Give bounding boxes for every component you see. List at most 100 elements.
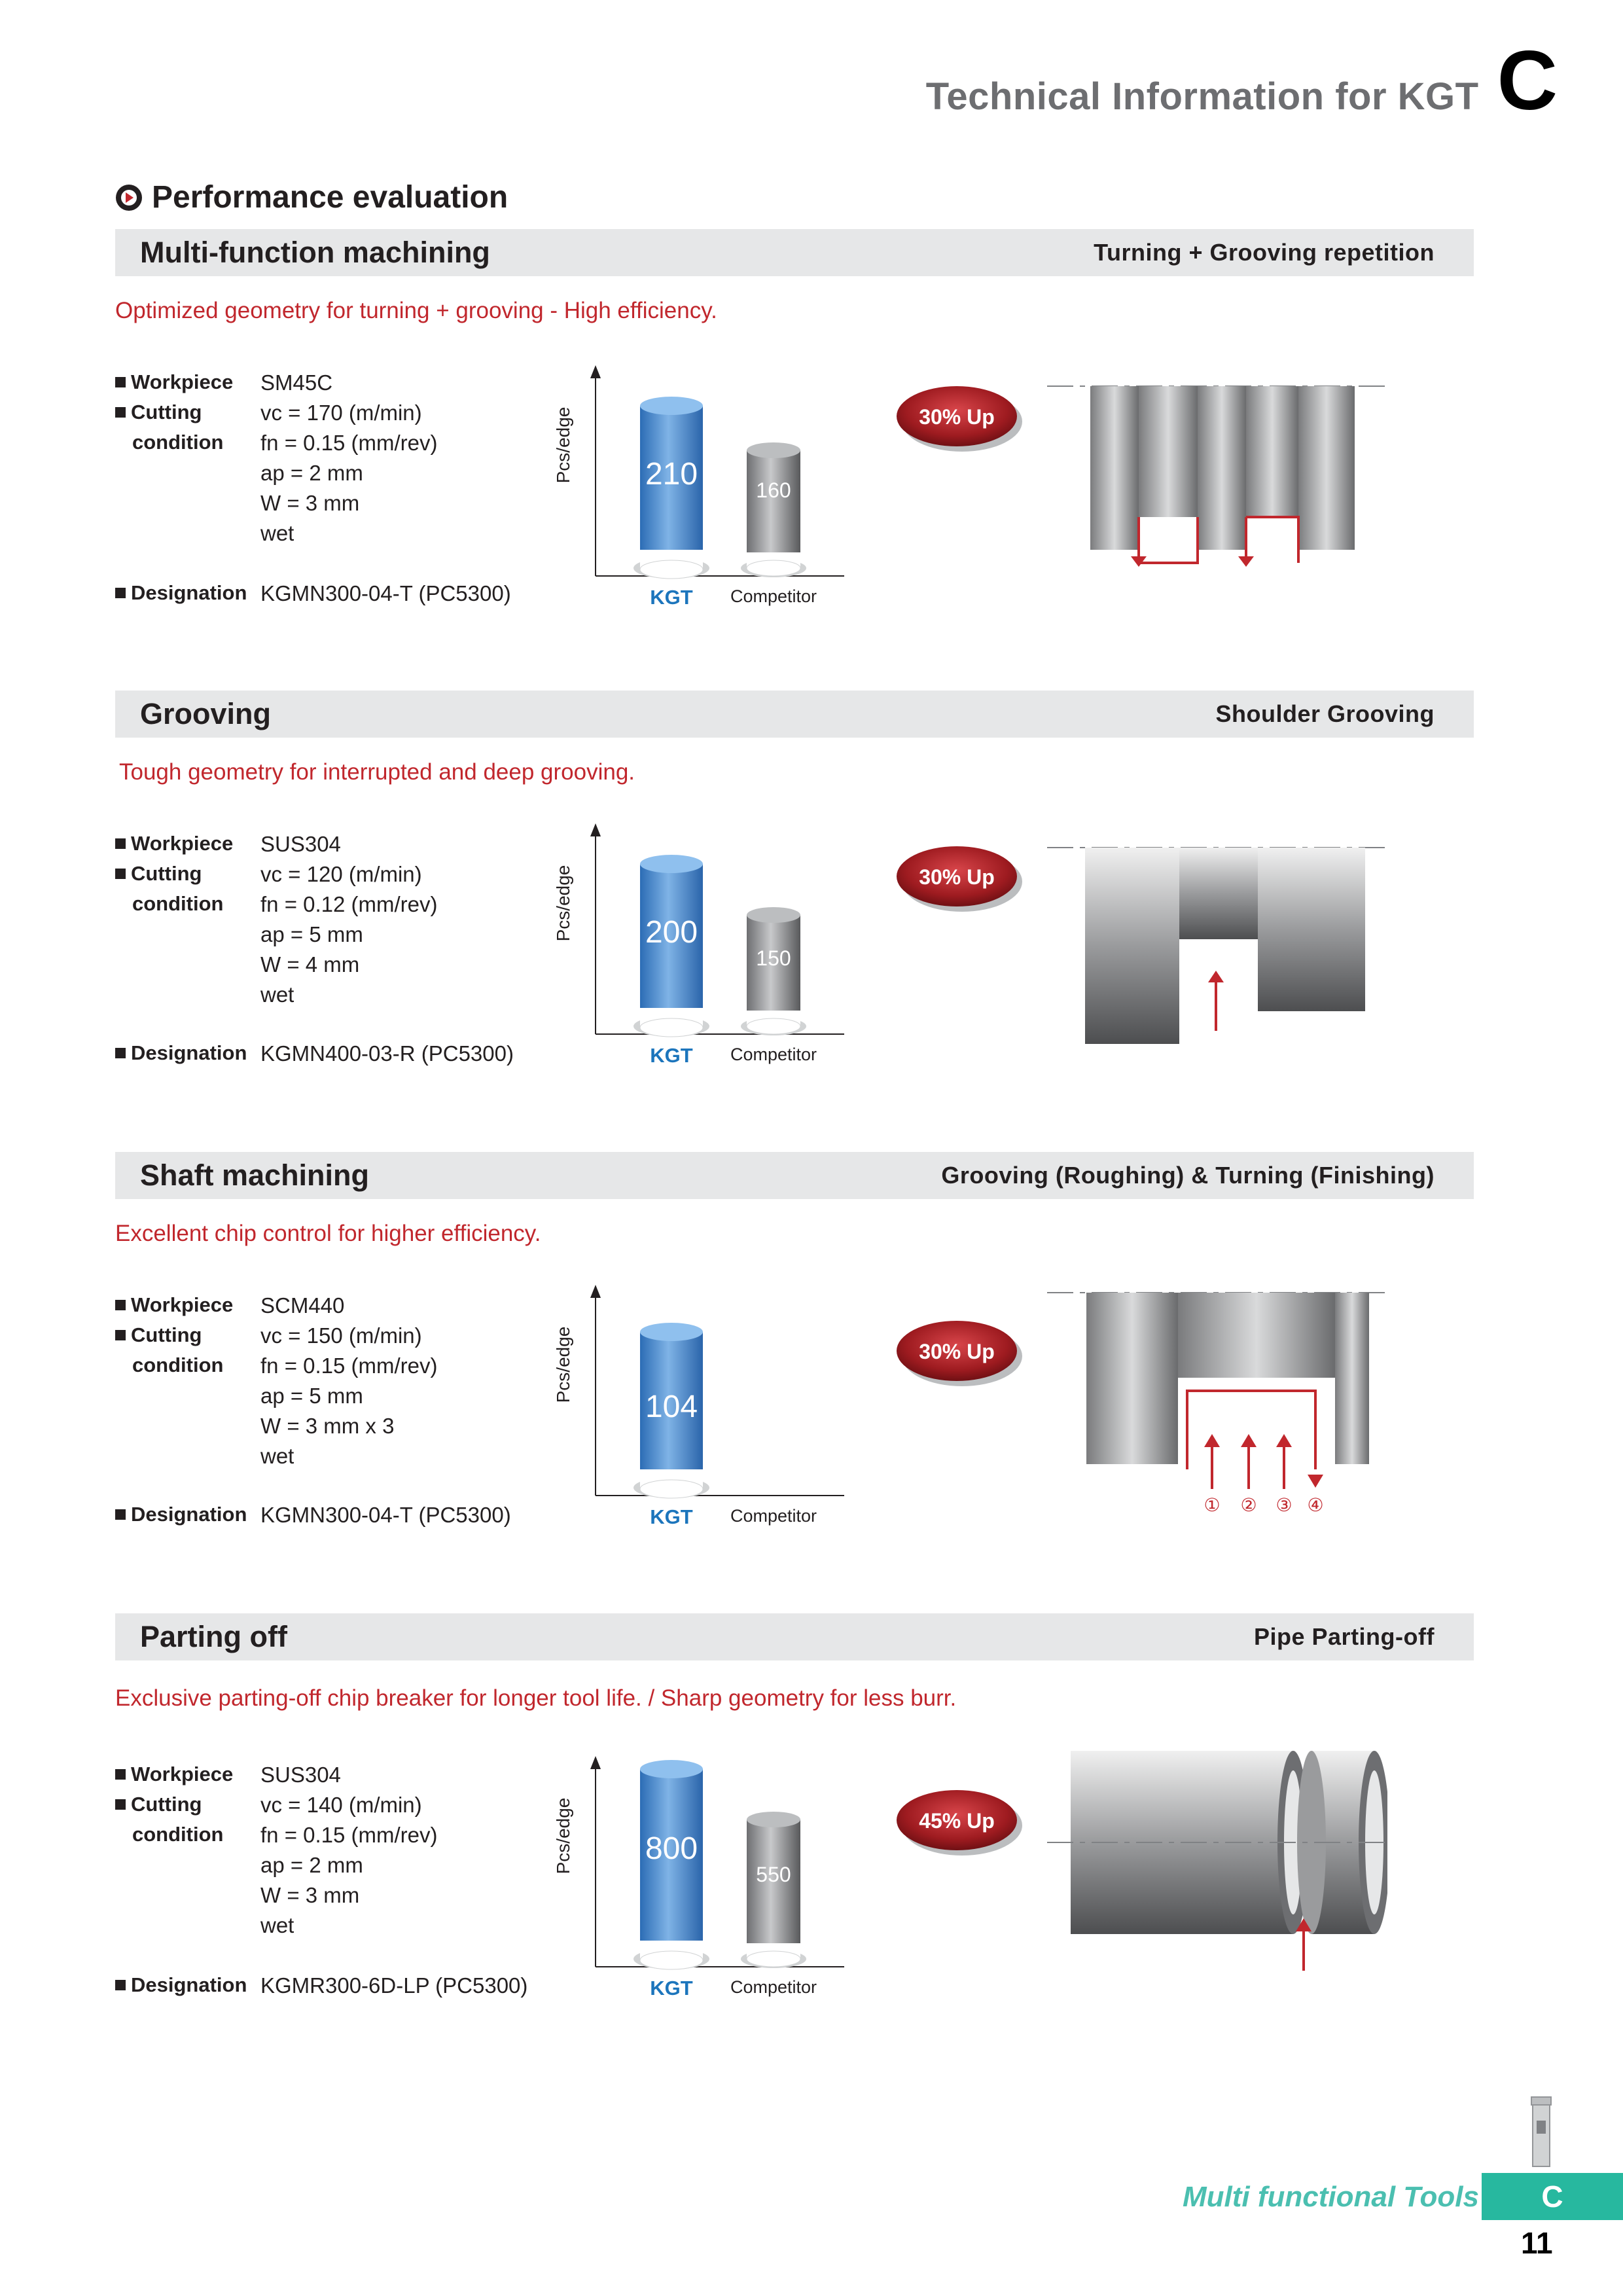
improvement-badge: 30% Up (897, 846, 1022, 912)
competitor-value-label: 550 (756, 1863, 791, 1886)
step-3-label: ③ (1275, 1495, 1292, 1515)
section-grooving: Grooving Shoulder Grooving Tough geometr… (0, 691, 1623, 1149)
shoulder-grooving-diagram (1047, 847, 1387, 1044)
y-axis-label: Pcs/edge (553, 1327, 573, 1403)
y-axis-arrow (590, 823, 601, 836)
condition-label: condition (132, 431, 224, 454)
competitor-category-label: Competitor (730, 1045, 817, 1064)
kgt-bar (640, 864, 703, 1018)
arrow-circle-icon (116, 184, 142, 211)
section-title: Parting off (140, 1620, 287, 1653)
svg-text:30% Up: 30% Up (919, 1340, 995, 1363)
condition-label: condition (132, 892, 224, 915)
workpiece-label: Workpiece (115, 832, 233, 855)
section-tagline: Optimized geometry for turning + groovin… (115, 298, 717, 323)
condition-label: condition (132, 1823, 224, 1846)
competitor-value-label: 150 (756, 946, 791, 970)
kgt-bar-top (640, 855, 703, 873)
performance-chart: Pcs/edge 800 550 KGT Competitor (553, 1756, 844, 2000)
step-1-label: ① (1204, 1495, 1220, 1515)
condition-ap: ap = 2 mm (260, 1853, 363, 1877)
section-subtitle: Grooving (Roughing) & Turning (Finishing… (941, 1162, 1435, 1189)
competitor-category-label: Competitor (730, 1506, 817, 1526)
svg-text:30% Up: 30% Up (919, 405, 995, 429)
y-axis-arrow (590, 1285, 601, 1298)
kgt-bar (640, 1332, 703, 1479)
performance-chart: Pcs/edge 210 160 KGT Competitor (553, 365, 844, 609)
workpiece-label: Workpiece (115, 370, 233, 394)
improvement-badge: 30% Up (897, 1321, 1022, 1386)
performance-title: Performance evaluation (152, 180, 508, 215)
shaft-machining-diagram: ① ② ③ ④ (1047, 1292, 1387, 1515)
tool-holder-icon (1531, 2096, 1552, 2167)
footer-chapter-tab: C (1482, 2173, 1623, 2220)
section-bar: Shaft machining Grooving (Roughing) & Tu… (115, 1152, 1474, 1199)
y-axis-label: Pcs/edge (553, 865, 573, 942)
kgt-value-label: 800 (645, 1831, 698, 1866)
step-4-label: ④ (1307, 1495, 1323, 1515)
designation-value: KGMR300-6D-LP (PC5300) (260, 1973, 528, 1998)
condition-coolant: wet (260, 521, 294, 545)
condition-w: W = 3 mm x 3 (260, 1414, 395, 1438)
performance-heading: Performance evaluation (115, 179, 508, 215)
section-title: Shaft machining (140, 1158, 370, 1192)
condition-vc: vc = 150 (m/min) (260, 1323, 422, 1348)
competitor-bar (747, 1820, 800, 1951)
performance-chart: Pcs/edge 200 150 KGT Competitor (553, 823, 844, 1067)
competitor-bar (747, 450, 800, 560)
section-bar: Grooving Shoulder Grooving (115, 691, 1474, 738)
competitor-category-label: Competitor (730, 586, 817, 606)
condition-coolant: wet (260, 982, 294, 1007)
kgt-category-label: KGT (650, 1044, 693, 1067)
pipe-parting-diagram (1047, 1751, 1387, 1971)
condition-fn: fn = 0.15 (mm/rev) (260, 1823, 438, 1847)
condition-fn: fn = 0.12 (mm/rev) (260, 892, 438, 916)
condition-vc: vc = 120 (m/min) (260, 862, 422, 886)
condition-fn: fn = 0.15 (mm/rev) (260, 431, 438, 455)
competitor-category-label: Competitor (730, 1977, 817, 1997)
designation-value: KGMN300-04-T (PC5300) (260, 581, 511, 605)
section-title: Multi-function machining (140, 236, 490, 269)
condition-fn: fn = 0.15 (mm/rev) (260, 1354, 438, 1378)
designation-label: Designation (115, 1503, 247, 1526)
competitor-bar-base-rim (746, 560, 801, 577)
section-bar: Multi-function machining Turning + Groov… (115, 229, 1474, 276)
section-subtitle: Pipe Parting-off (1254, 1623, 1435, 1650)
competitor-bar-base-rim (746, 1950, 801, 1967)
condition-w: W = 3 mm (260, 491, 360, 515)
competitor-bar-top (747, 1812, 800, 1827)
kgt-category-label: KGT (650, 1977, 693, 2000)
condition-ap: ap = 5 mm (260, 922, 363, 946)
competitor-value-label: 160 (756, 478, 791, 502)
kgt-bar-base-rim (639, 560, 704, 579)
section-shaft-machining: Shaft machining Grooving (Roughing) & Tu… (0, 1152, 1623, 1610)
designation-label: Designation (115, 1041, 247, 1065)
condition-coolant: wet (260, 1444, 294, 1468)
svg-text:45% Up: 45% Up (919, 1809, 995, 1833)
workpiece-value: SUS304 (260, 832, 341, 856)
workpiece-value: SCM440 (260, 1293, 345, 1318)
y-axis-arrow (590, 1756, 601, 1769)
condition-ap: ap = 5 mm (260, 1384, 363, 1408)
condition-vc: vc = 140 (m/min) (260, 1793, 422, 1817)
page-title: Technical Information for KGT (925, 75, 1479, 118)
condition-label: condition (132, 1354, 224, 1376)
section-tagline: Tough geometry for interrupted and deep … (119, 759, 635, 785)
section-bar: Parting off Pipe Parting-off (115, 1613, 1474, 1660)
cutting-label: Cutting (115, 1323, 202, 1347)
condition-w: W = 4 mm (260, 952, 360, 977)
footer-category: Multi functional Tools (1183, 2181, 1479, 2213)
section-tagline: Exclusive parting-off chip breaker for l… (115, 1685, 957, 1711)
condition-w: W = 3 mm (260, 1883, 360, 1907)
competitor-bar (747, 915, 800, 1018)
kgt-bar (640, 1769, 703, 1950)
condition-coolant: wet (260, 1913, 294, 1937)
svg-text:30% Up: 30% Up (919, 865, 995, 889)
section-tagline: Excellent chip control for higher effici… (115, 1221, 541, 1246)
workpiece-value: SM45C (260, 370, 333, 395)
y-axis-label: Pcs/edge (553, 407, 573, 484)
kgt-bar-top (640, 1760, 703, 1778)
designation-label: Designation (115, 581, 247, 605)
section-multi-function: Multi-function machining Turning + Groov… (0, 229, 1623, 687)
step-2-label: ② (1240, 1495, 1257, 1515)
